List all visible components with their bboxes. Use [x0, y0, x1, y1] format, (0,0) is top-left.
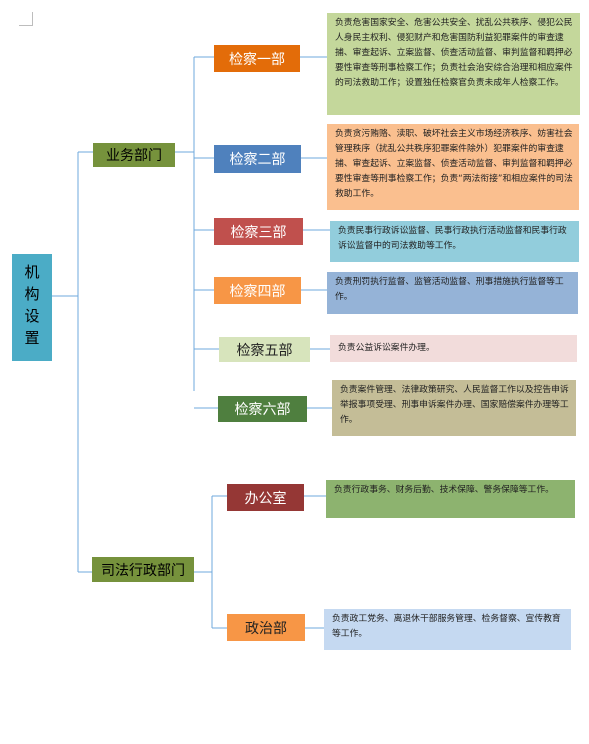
- dept-procuratorate-1: 检察一部: [214, 45, 300, 72]
- dept-procuratorate-4: 检察四部: [214, 277, 301, 304]
- group-judicial-admin: 司法行政部门: [92, 557, 194, 582]
- root-node: 机构设置: [12, 254, 52, 361]
- dept-procuratorate-6: 检察六部: [218, 396, 307, 422]
- desc-procuratorate-2: 负责贪污贿赂、渎职、破坏社会主义市场经济秩序、妨害社会管理秩序（扰乱公共秩序犯罪…: [327, 124, 579, 210]
- dept-procuratorate-5: 检察五部: [219, 337, 310, 362]
- desc-procuratorate-5: 负责公益诉讼案件办理。: [330, 335, 577, 362]
- dept-procuratorate-2: 检察二部: [214, 145, 301, 173]
- desc-procuratorate-6: 负责案件管理、法律政策研究、人民监督工作以及控告申诉举报事项受理、刑事申诉案件办…: [332, 380, 576, 436]
- desc-procuratorate-3: 负责民事行政诉讼监督、民事行政执行活动监督和民事行政诉讼监督中的司法救助等工作。: [330, 221, 579, 262]
- dept-general-office: 办公室: [227, 484, 304, 511]
- desc-procuratorate-1: 负责危害国家安全、危害公共安全、扰乱公共秩序、侵犯公民人身民主权利、侵犯财产和危…: [327, 13, 580, 115]
- page-corner-mark: [19, 12, 33, 26]
- dept-political: 政治部: [227, 614, 305, 641]
- group-business: 业务部门: [93, 143, 175, 167]
- desc-political: 负责政工党务、离退休干部服务管理、检务督察、宣传教育等工作。: [324, 609, 571, 650]
- dept-procuratorate-3: 检察三部: [214, 218, 303, 245]
- desc-general-office: 负责行政事务、财务后勤、技术保障、警务保障等工作。: [326, 480, 575, 518]
- desc-procuratorate-4: 负责刑罚执行监督、监管活动监督、刑事措施执行监督等工作。: [327, 272, 578, 314]
